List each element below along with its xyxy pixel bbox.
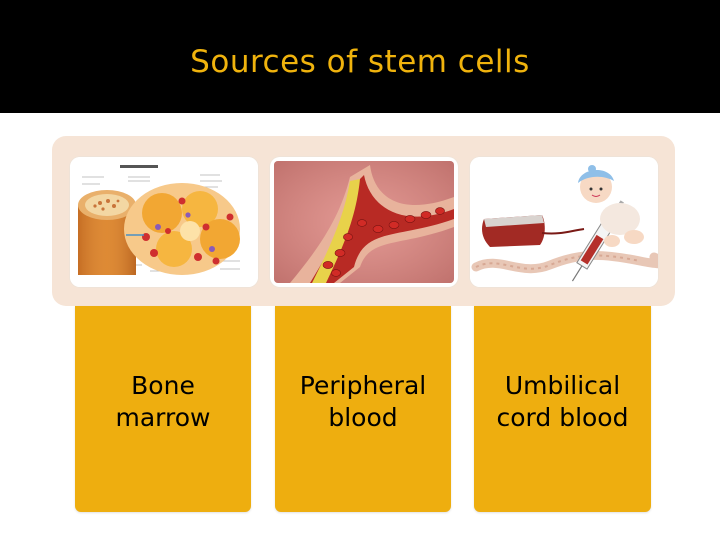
bone-marrow-image [70, 157, 258, 287]
source-label-umbilical-cord-blood: Umbilical cord blood [496, 371, 629, 432]
bone-marrow-cross-section-illustration-icon [70, 157, 258, 287]
slide-title: Sources of stem cells [190, 44, 530, 80]
source-label-bone-marrow: Bone marrow [115, 371, 211, 432]
source-card-umbilical-cord-blood: Umbilical cord blood [474, 306, 651, 512]
title-bar: Sources of stem cells [0, 0, 720, 113]
blood-vessel-red-cells-illustration-icon [274, 161, 454, 283]
source-label-peripheral-blood: Peripheral blood [299, 371, 427, 432]
source-card-peripheral-blood: Peripheral blood [275, 306, 451, 512]
umbilical-cord-blood-image [470, 157, 658, 287]
umbilical-cord-blood-collection-illustration-icon [470, 157, 658, 287]
peripheral-blood-image [270, 157, 458, 287]
source-card-bone-marrow: Bone marrow [75, 306, 251, 512]
